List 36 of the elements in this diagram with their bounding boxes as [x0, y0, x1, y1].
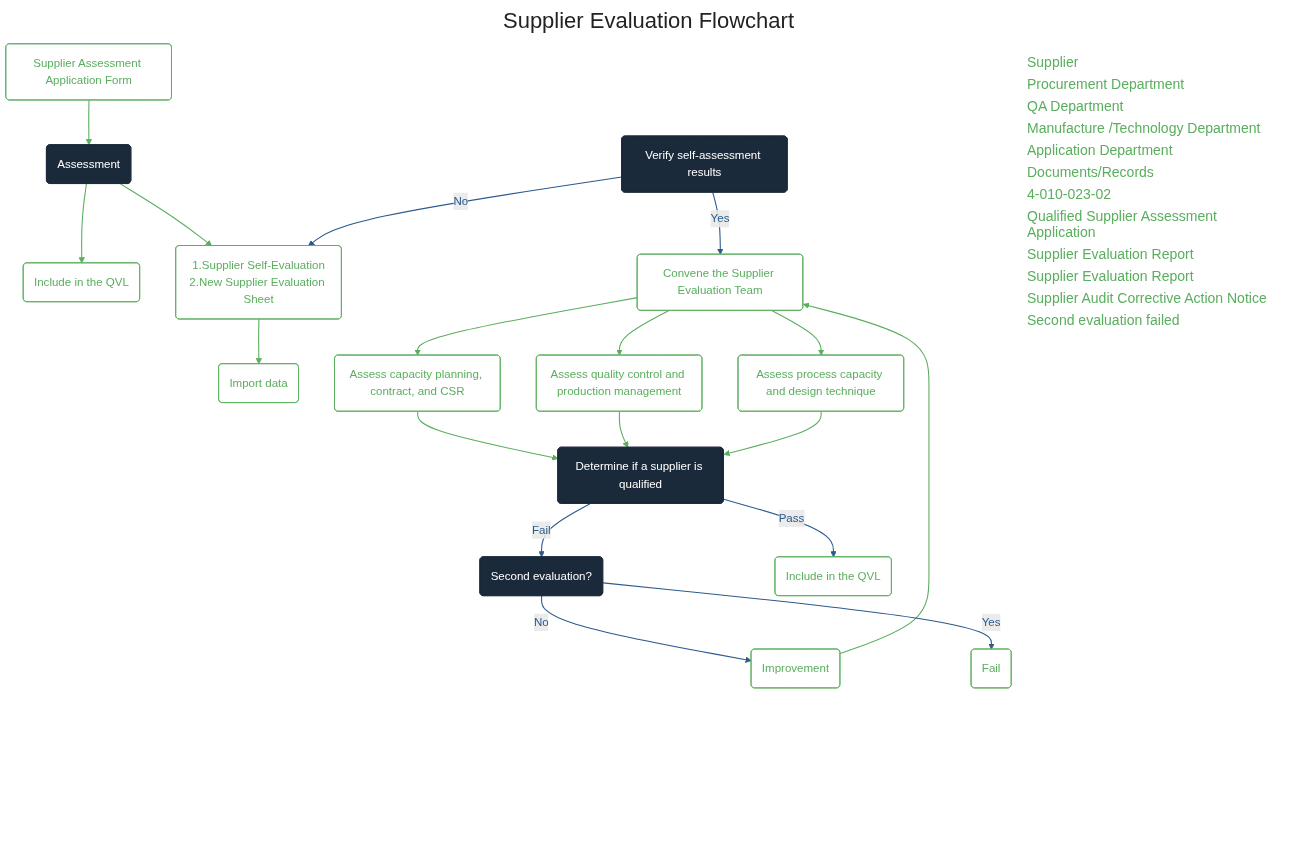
arrow [771, 310, 825, 356]
arrow [618, 411, 629, 448]
edge-label: Pass [778, 511, 805, 525]
note-text: Supplier Evaluation Report [1027, 246, 1195, 262]
note-text: Procurement Department [1027, 76, 1186, 92]
arrow [414, 297, 639, 356]
arrow [616, 310, 670, 356]
arrow [78, 183, 87, 264]
arrow [538, 503, 591, 558]
arrow [712, 192, 724, 255]
note-text: 4-010-023-02 [1027, 186, 1113, 202]
edge-label: No [453, 194, 469, 208]
edge-label: Yes [710, 212, 730, 225]
arrow [255, 318, 262, 365]
note-text: Supplier Evaluation Report [1027, 268, 1195, 284]
arrow [417, 411, 559, 461]
arrow [119, 183, 213, 247]
arrow [308, 176, 623, 247]
note-text: Supplier [1027, 54, 1080, 70]
edge-label: No [533, 615, 549, 629]
note-text: Qualified Supplier Assessment Application [1027, 208, 1218, 240]
chart-title: Supplier Evaluation Flowchart [501, 8, 795, 34]
arrow [723, 411, 822, 457]
arrow [541, 595, 752, 663]
note-text: Manufacture /Technology Department [1027, 120, 1262, 136]
arrow [802, 302, 930, 654]
note-text: Application Department [1027, 142, 1174, 158]
edge-label: Fail [531, 523, 551, 536]
arrow [602, 582, 995, 650]
note-text: QA Department [1027, 98, 1125, 114]
note-text: Documents/Records [1027, 164, 1155, 180]
note-text: Supplier Audit Corrective Action Notice [1027, 290, 1268, 306]
arrow [85, 99, 93, 146]
edge-label: Yes [981, 615, 1001, 629]
arrow [723, 498, 837, 558]
note-text: Second evaluation failed [1027, 312, 1181, 328]
